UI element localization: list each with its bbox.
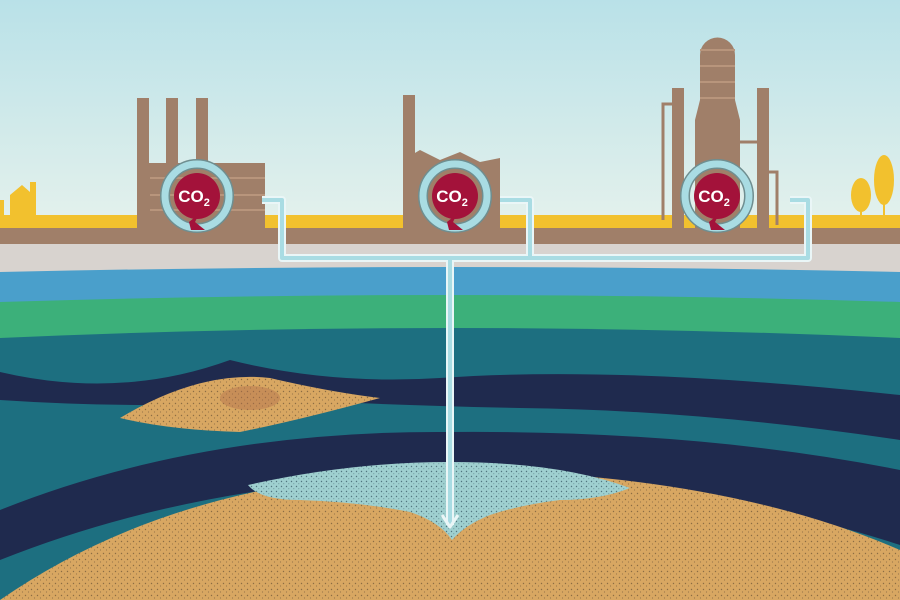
houses — [0, 182, 36, 218]
injection-arrow-icon — [440, 514, 460, 529]
cap-rock-lower — [0, 431, 900, 560]
co2-capture-badge: CO2 — [165, 164, 229, 230]
pipeline — [262, 196, 812, 529]
trees — [851, 155, 894, 218]
svg-text:CO2: CO2 — [698, 187, 730, 209]
svg-text:CO2: CO2 — [436, 187, 468, 209]
co2-capture-badge: CO2 — [685, 164, 749, 230]
svg-text:CO2: CO2 — [178, 187, 210, 209]
brown-band — [0, 228, 900, 244]
co2-capture-badge: CO2 — [423, 164, 487, 230]
